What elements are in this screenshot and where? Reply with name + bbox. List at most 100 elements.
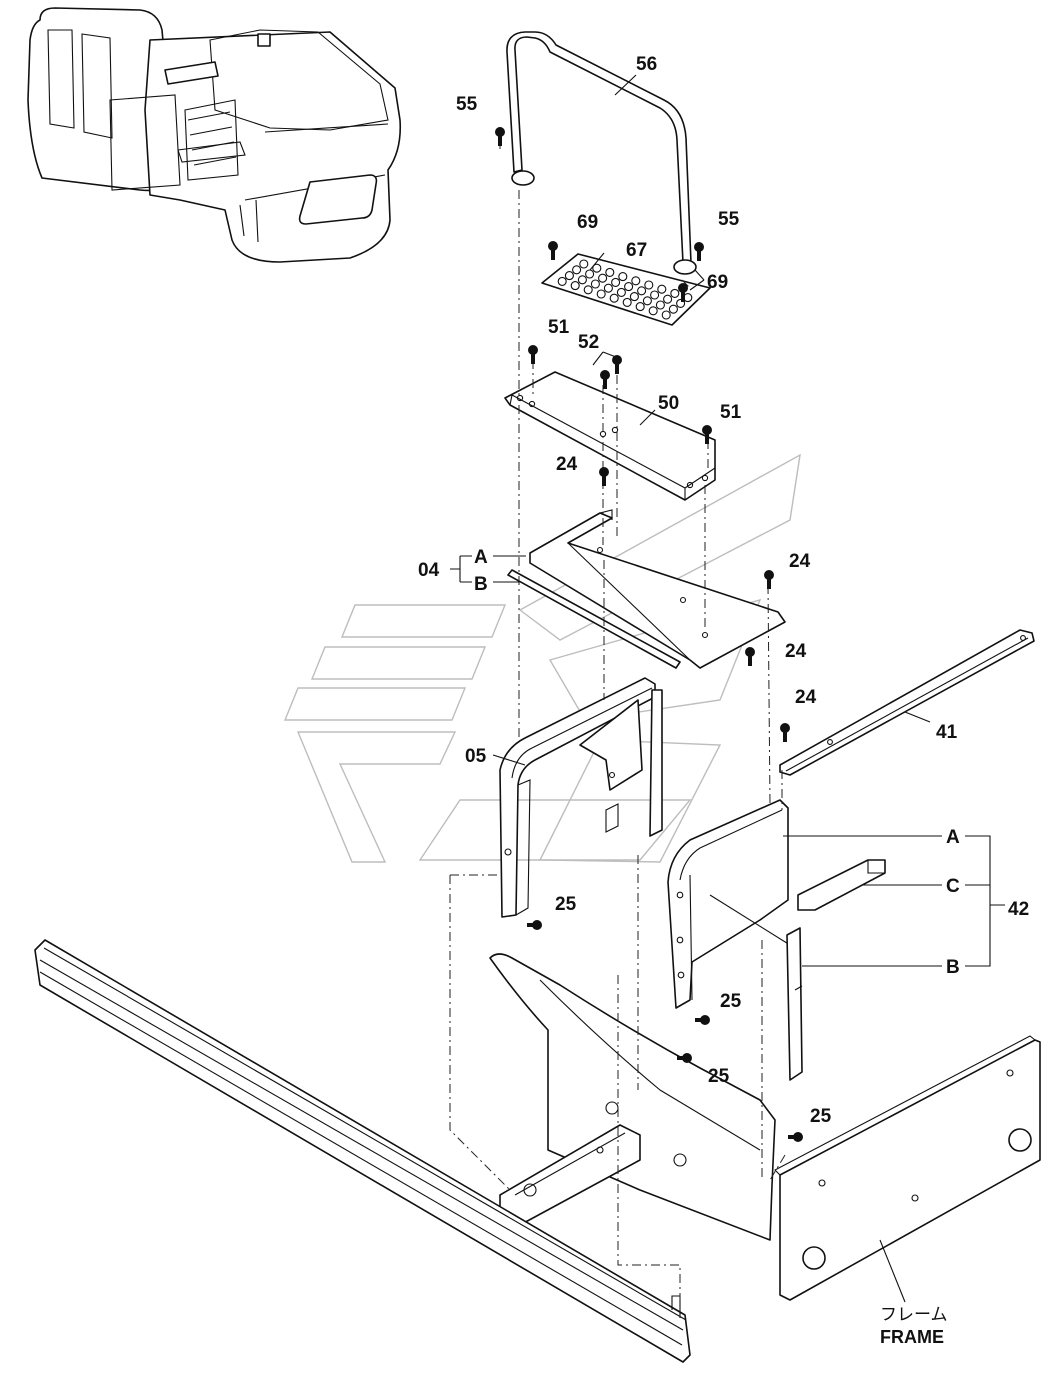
- perforation-hole: [650, 290, 660, 300]
- bolt-55-left-icon: [495, 127, 505, 146]
- bolt-25-a-icon: [527, 920, 542, 930]
- perforation-hole: [577, 275, 587, 285]
- perforation-hole: [657, 284, 667, 294]
- callout-04-a: A: [474, 547, 488, 568]
- callout-24-c: 24: [785, 641, 807, 662]
- callout-56: 56: [636, 54, 657, 75]
- perforation-hole: [661, 310, 671, 320]
- callout-05: 05: [465, 746, 487, 767]
- callout-69-right: 69: [707, 272, 728, 293]
- bolt-69-right-icon: [678, 283, 688, 302]
- bolt-25-b-icon: [695, 1015, 710, 1025]
- perforation-hole: [668, 304, 678, 314]
- bolt-24-b-icon: [764, 570, 774, 589]
- callout-42-b: B: [946, 957, 960, 978]
- perforation-hole: [609, 293, 619, 303]
- assembly-lines: [449, 140, 786, 1300]
- perforation-hole: [572, 265, 582, 275]
- bolt-25-d-icon: [788, 1132, 803, 1142]
- perforation-hole: [635, 302, 645, 312]
- callout-69-left: 69: [577, 212, 598, 233]
- perforation-hole: [592, 263, 602, 273]
- perforation-hole: [648, 306, 658, 316]
- callout-25-d: 25: [810, 1106, 832, 1127]
- support-frame-part-04: [507, 509, 786, 669]
- callouts: 56 55 55 69 69 67 51 52 50 51 24 24 24 2…: [418, 54, 1029, 1347]
- frame-label-english: FRAME: [880, 1327, 944, 1347]
- perforation-hole: [637, 286, 647, 296]
- callout-04: 04: [418, 560, 440, 581]
- bolt-24-d-icon: [780, 723, 790, 742]
- perforation-hole: [631, 276, 641, 286]
- perforation-hole: [663, 294, 673, 304]
- perforation-hole: [585, 269, 595, 279]
- bolt-55-right-icon: [694, 242, 704, 261]
- perforation-hole: [605, 267, 615, 277]
- step-bracket-part-50: [504, 371, 716, 501]
- callout-24-d: 24: [795, 687, 817, 708]
- perforation-hole: [644, 280, 654, 290]
- perforation-hole: [598, 273, 608, 283]
- frame-plate: [774, 1035, 1041, 1301]
- perforation-hole: [642, 296, 652, 306]
- bolt-69-left-icon: [548, 241, 558, 260]
- perforation-hole: [618, 272, 628, 282]
- callout-55-right: 55: [718, 209, 740, 230]
- bolt-52-b-icon: [600, 370, 610, 389]
- perforation-hole: [579, 259, 589, 269]
- frame-body: [489, 953, 776, 1241]
- bolt-52-a-icon: [612, 355, 622, 374]
- perforation-hole: [611, 277, 621, 287]
- perforation-hole: [570, 281, 580, 291]
- rail-part-41: [779, 629, 1035, 776]
- trim-part-42B: [786, 927, 803, 1081]
- perforation-hole: [624, 282, 634, 292]
- handrail-part-56: [506, 31, 697, 275]
- perforation-hole: [557, 276, 567, 286]
- callout-52: 52: [578, 332, 599, 353]
- bolt-51-right-icon: [702, 425, 712, 444]
- side-bracket-part-42A: [667, 799, 791, 1009]
- perforation-hole: [590, 279, 600, 289]
- perforation-hole: [603, 283, 613, 293]
- callout-50: 50: [658, 393, 679, 414]
- perforation-hole: [676, 298, 686, 308]
- callout-42-c: C: [946, 876, 960, 897]
- callout-51-right: 51: [720, 402, 742, 423]
- perforation-hole: [629, 292, 639, 302]
- bolt-25-c-icon: [677, 1053, 692, 1063]
- excavator-overview-icon: [27, 7, 402, 263]
- leader-lines: [450, 74, 1005, 1303]
- perforation-hole: [564, 271, 574, 281]
- callout-24-a: 24: [556, 454, 578, 475]
- step-plate-part-67: [541, 253, 711, 326]
- callout-41: 41: [936, 722, 958, 743]
- callout-55-left: 55: [456, 94, 478, 115]
- callout-04-b: B: [474, 574, 488, 595]
- perforation-hole: [655, 300, 665, 310]
- callout-42-a: A: [946, 827, 960, 848]
- bolt-24-a-icon: [599, 467, 609, 486]
- perforation-hole: [583, 285, 593, 295]
- callout-25-a: 25: [555, 894, 577, 915]
- frame-label-japanese: フレーム: [880, 1305, 948, 1325]
- callout-67: 67: [626, 240, 647, 261]
- callout-25-b: 25: [720, 991, 742, 1012]
- perforation-hole: [622, 297, 632, 307]
- side-bracket-part-05: [499, 677, 663, 918]
- perforation-hole: [596, 289, 606, 299]
- callout-24-b: 24: [789, 551, 811, 572]
- bolt-51-left-icon: [528, 345, 538, 364]
- callout-25-c: 25: [708, 1066, 730, 1087]
- bolts: [495, 127, 803, 1142]
- callout-51-left: 51: [548, 317, 570, 338]
- callout-42: 42: [1008, 899, 1029, 920]
- trim-part-42C: [797, 859, 886, 911]
- brand-watermark-icon: [283, 453, 801, 863]
- perforation-hole: [616, 287, 626, 297]
- perforation-hole: [670, 288, 680, 298]
- long-side-cover: [34, 939, 691, 1363]
- bolt-24-c-icon: [745, 647, 755, 666]
